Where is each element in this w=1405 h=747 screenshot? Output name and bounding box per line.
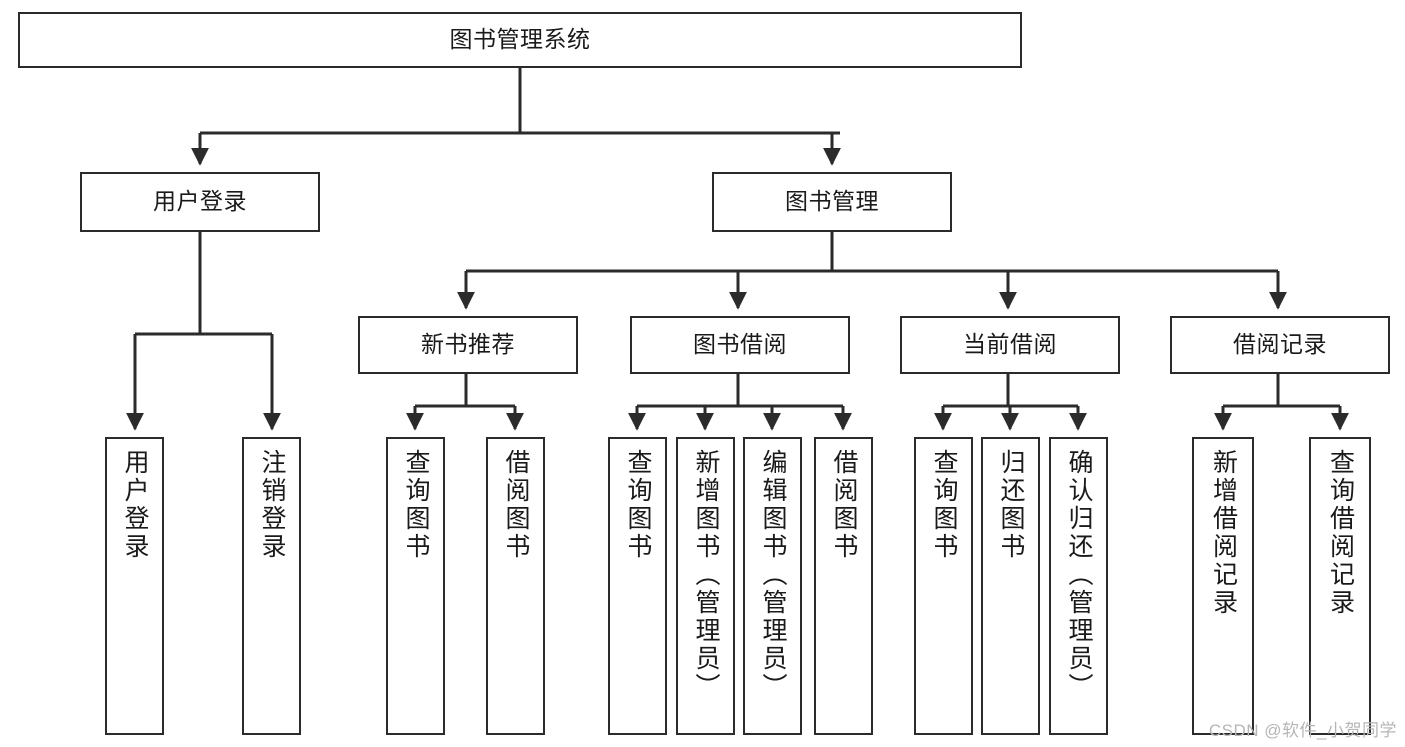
leaf-borrow-edit-book-admin[interactable]: 编辑图书（管理员） bbox=[743, 437, 802, 735]
leaf-current-return-book[interactable]: 归还图书 bbox=[981, 437, 1040, 735]
node-new-book-recommendation[interactable]: 新书推荐 bbox=[358, 316, 578, 374]
node-label: 用户登录 bbox=[121, 449, 149, 561]
leaf-new-book-borrow[interactable]: 借阅图书 bbox=[486, 437, 545, 735]
node-label: 新增图书（管理员） bbox=[692, 449, 720, 701]
node-label: 查询图书 bbox=[402, 449, 430, 561]
node-label: 当前借阅 bbox=[963, 331, 1057, 358]
node-label: 查询借阅记录 bbox=[1326, 449, 1355, 617]
leaf-borrow-query-book[interactable]: 查询图书 bbox=[608, 437, 667, 735]
node-book-management[interactable]: 图书管理 bbox=[712, 172, 952, 232]
node-label: 借阅图书 bbox=[830, 449, 858, 561]
leaf-record-add[interactable]: 新增借阅记录 bbox=[1192, 437, 1254, 735]
node-label: 借阅图书 bbox=[502, 449, 530, 561]
node-label: 图书管理 bbox=[785, 188, 879, 215]
node-label: 确认归还（管理员） bbox=[1065, 449, 1093, 701]
leaf-current-query-book[interactable]: 查询图书 bbox=[914, 437, 973, 735]
node-label: 编辑图书（管理员） bbox=[759, 449, 787, 701]
node-label: 查询图书 bbox=[930, 449, 958, 561]
node-label: 新书推荐 bbox=[421, 331, 515, 358]
node-current-borrowing[interactable]: 当前借阅 bbox=[900, 316, 1120, 374]
node-borrowing-record[interactable]: 借阅记录 bbox=[1170, 316, 1390, 374]
leaf-record-query[interactable]: 查询借阅记录 bbox=[1309, 437, 1371, 735]
leaf-user-logout[interactable]: 注销登录 bbox=[242, 437, 301, 735]
leaf-new-book-query[interactable]: 查询图书 bbox=[386, 437, 445, 735]
node-label: 图书借阅 bbox=[693, 331, 787, 358]
node-root-book-management-system[interactable]: 图书管理系统 bbox=[18, 12, 1022, 68]
leaf-borrow-lend-book[interactable]: 借阅图书 bbox=[814, 437, 873, 735]
node-book-borrowing[interactable]: 图书借阅 bbox=[630, 316, 850, 374]
leaf-current-confirm-return-admin[interactable]: 确认归还（管理员） bbox=[1049, 437, 1108, 735]
leaf-borrow-add-book-admin[interactable]: 新增图书（管理员） bbox=[676, 437, 735, 735]
node-label: 用户登录 bbox=[153, 188, 247, 215]
node-label: 图书管理系统 bbox=[449, 26, 591, 53]
node-label: 查询图书 bbox=[624, 449, 652, 561]
node-label: 借阅记录 bbox=[1233, 331, 1327, 358]
node-label: 新增借阅记录 bbox=[1209, 449, 1238, 617]
node-label: 归还图书 bbox=[997, 449, 1025, 561]
leaf-user-login[interactable]: 用户登录 bbox=[105, 437, 164, 735]
csdn-watermark: CSDN @软件_小贺同学 bbox=[1208, 721, 1397, 740]
node-user-login[interactable]: 用户登录 bbox=[80, 172, 320, 232]
node-label: 注销登录 bbox=[258, 449, 286, 561]
